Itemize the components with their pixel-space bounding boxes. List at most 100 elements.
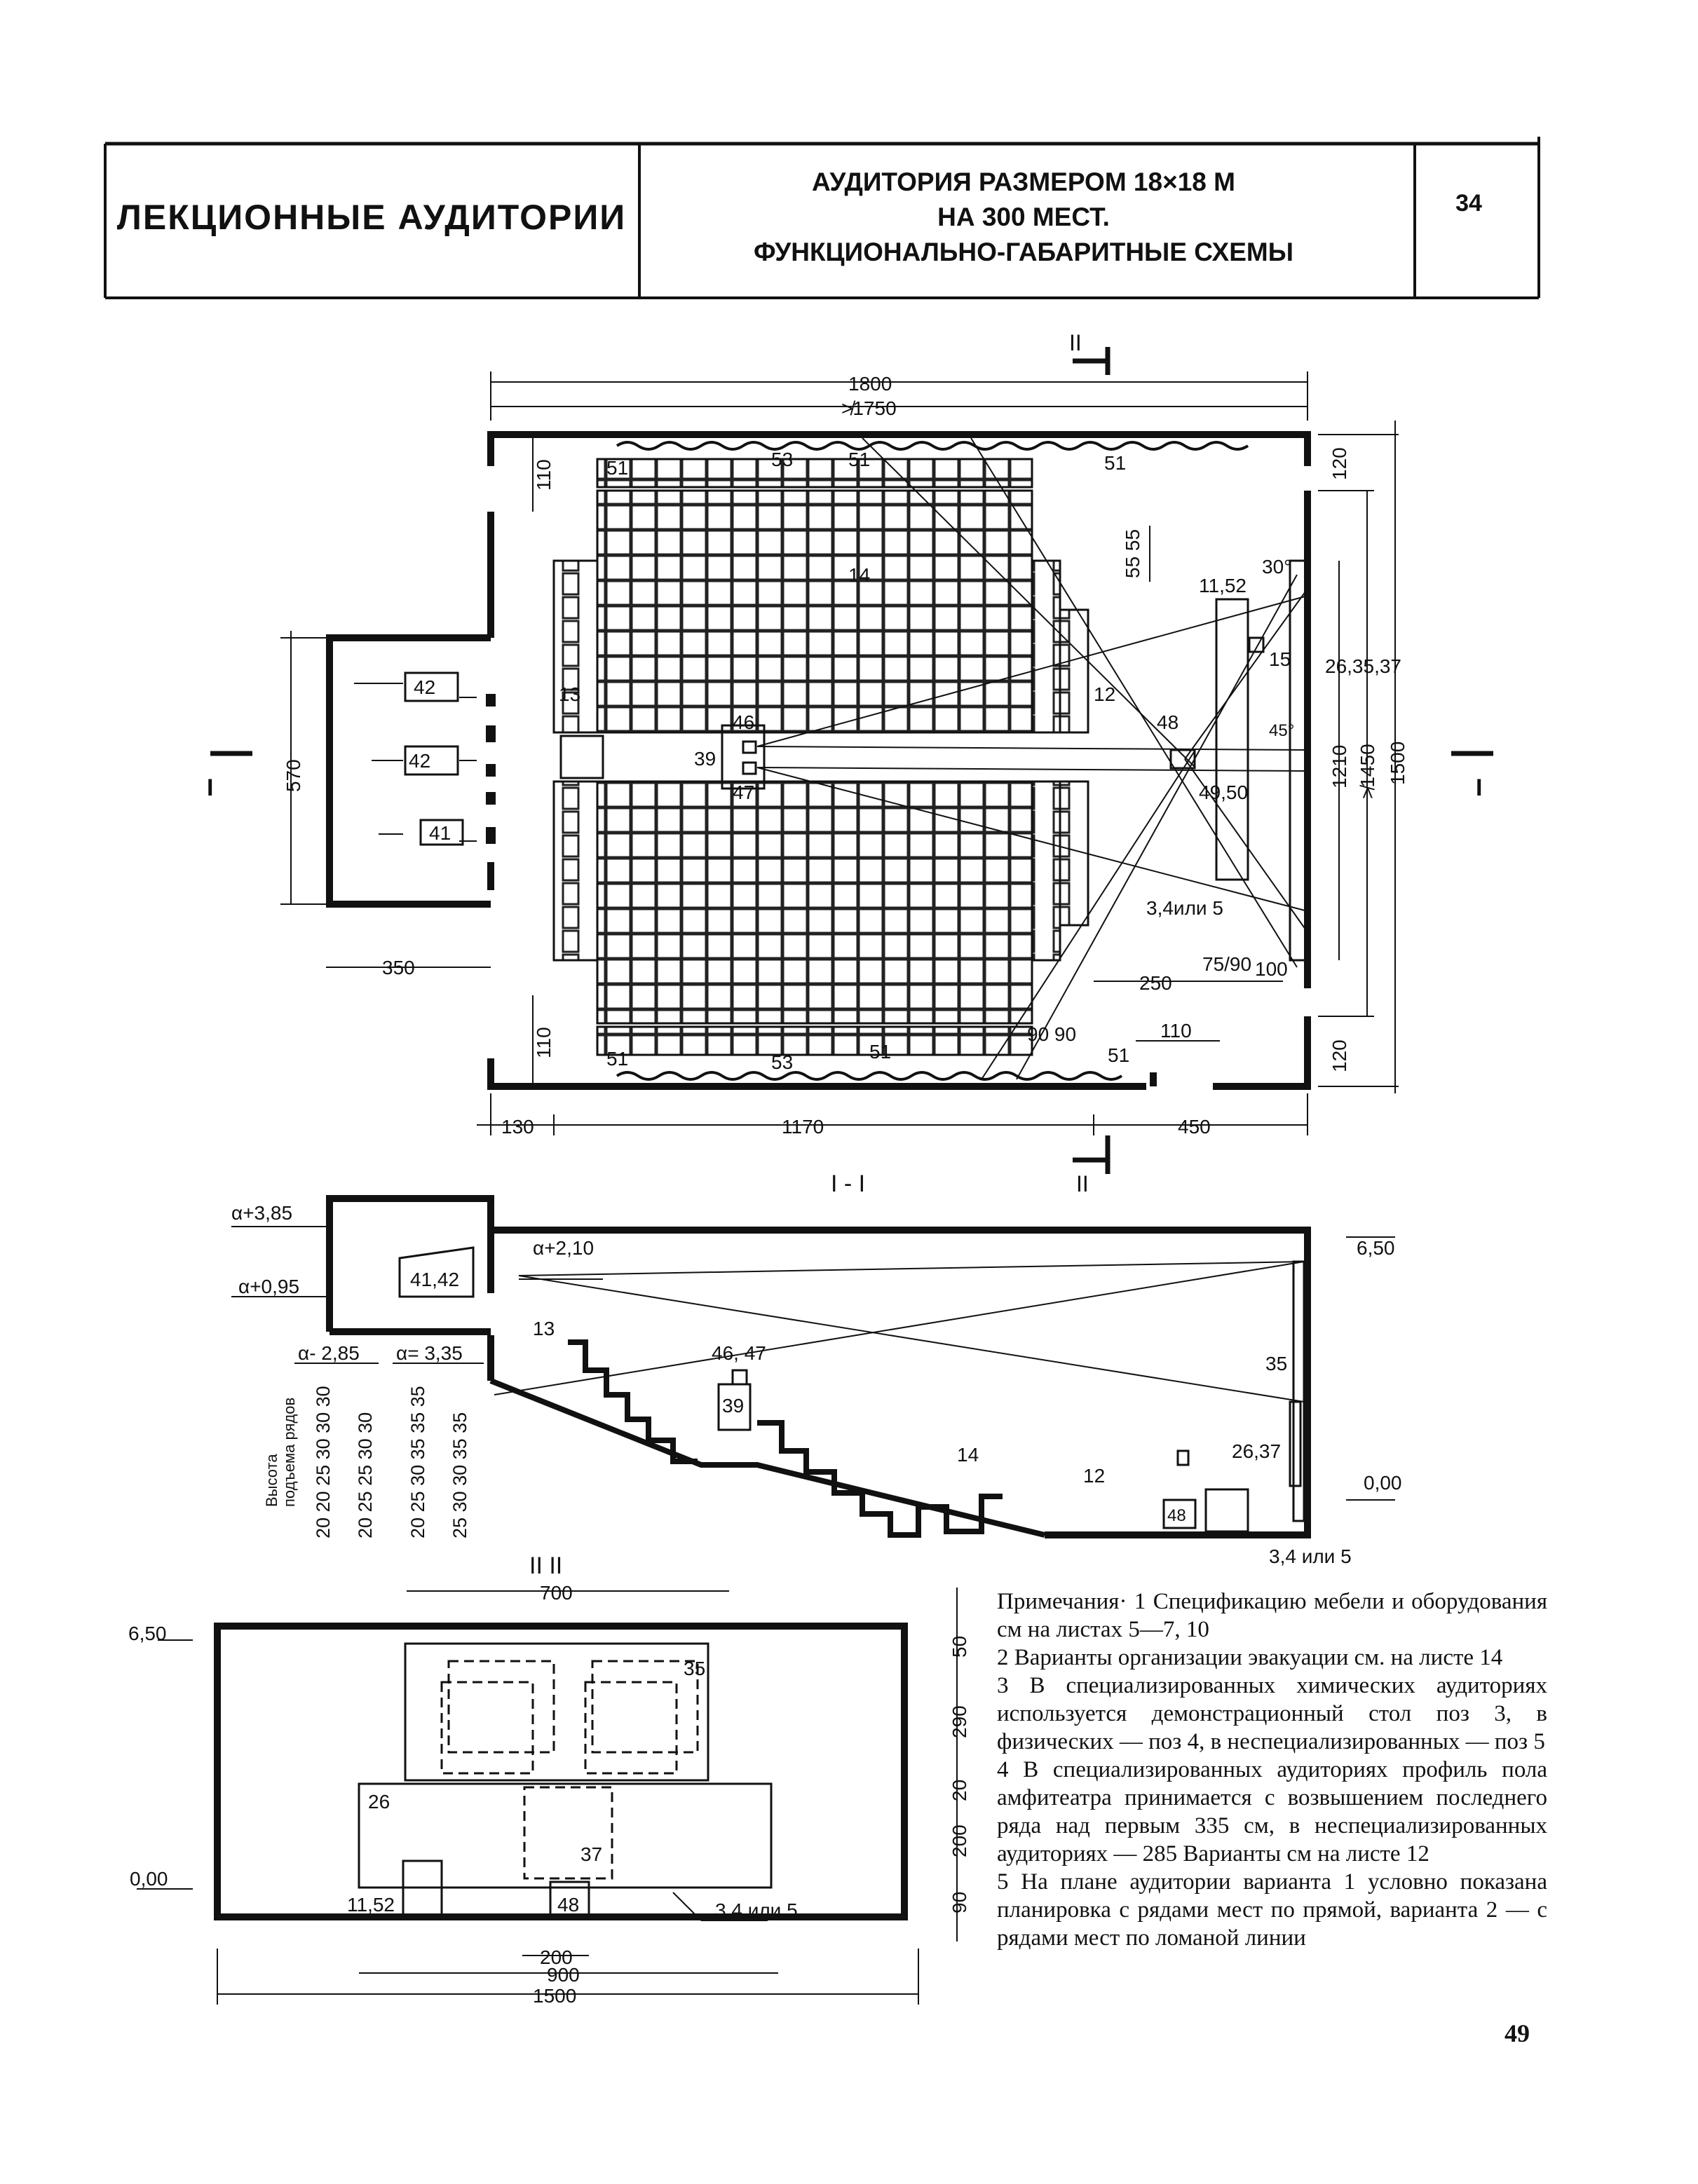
plan-dimension-lines [280,371,1399,1135]
plan-label-48: 48 [1157,711,1179,733]
section-2-title: II II [529,1552,562,1579]
section-1-title: I - I [831,1171,865,1197]
plan-dim-5555: 55 55 [1122,529,1143,578]
plan-angle-45: 45° [1269,721,1294,740]
s1-label-4647: 46, 47 [712,1342,766,1364]
note-5: 5 На плане аудитории варианта 1 условно … [997,1869,1547,1951]
sheet-title-line1: АУДИТОРИЯ РАЗМЕРОМ 18×18 М [812,168,1235,196]
plan-dim-110-right: 110 [1160,1020,1192,1042]
note-2: 2 Варианты организации эвакуации см. на … [997,1645,1503,1670]
plan-dim-120-top: 120 [1329,447,1350,480]
section-1-sight-lines [231,1226,1395,1501]
level-385: α+3,85 [231,1202,292,1224]
level-650-s1: 6,50 [1357,1237,1395,1259]
s1-label-39: 39 [722,1395,744,1417]
sheet-title-line2: НА 300 МЕСТ. [937,203,1110,231]
plan-dim-9090: 90 90 [1027,1023,1076,1045]
plan-label-13: 13 [559,683,580,705]
s2-dim-50: 50 [949,1636,970,1658]
plan-dim-100: 100 [1255,958,1288,980]
plan-label-42-a: 42 [414,676,435,698]
hall-plan: 1800 ≯1750 120 120 110 110 55 55 11,52 3… [207,330,1493,1196]
s2-label-26: 26 [368,1791,390,1813]
s1-label-4142: 41,42 [410,1269,459,1290]
plan-dim-1210: 1210 [1329,745,1350,789]
plan-text: 1800 ≯1750 120 120 110 110 55 55 11,52 3… [207,330,1482,1196]
section-2-equipment [358,1642,773,1918]
plan-label-51-f: 51 [1108,1044,1129,1066]
s1-label-48: 48 [1167,1506,1186,1525]
section-2-walls [214,1623,908,1920]
plan-label-14: 14 [848,564,870,586]
plan-label-51-a: 51 [606,457,628,479]
s1-label-12: 12 [1083,1465,1105,1487]
notes: Примечания· 1 Спецификацию мебели и обор… [997,1588,1547,1952]
plan-label-51-c: 51 [1104,452,1126,474]
s2-label-35: 35 [684,1658,705,1679]
plan-stage-equipment [742,559,1309,962]
s1-label-13: 13 [533,1318,555,1339]
plan-label-53-b: 53 [771,1051,793,1073]
s2-dim-90: 90 [949,1892,970,1913]
s2-label-1152: 11,52 [347,1894,395,1916]
plan-dim-130: 130 [501,1116,534,1138]
level-095: α+0,95 [238,1276,299,1297]
level-000-s2: 0,00 [130,1868,168,1890]
plan-projector-booth-dashes [354,683,477,842]
level-285: α- 2,85 [298,1342,360,1364]
plan-angle-30: 30° [1262,556,1291,578]
level-650-s2: 6,50 [128,1623,167,1644]
plan-label-12: 12 [1094,683,1115,705]
level-335: α= 3,35 [396,1342,463,1364]
title-block [104,137,1540,299]
plan-dim-450: 450 [1178,1116,1211,1138]
plan-dim-120-bottom: 120 [1329,1039,1350,1072]
riser-caption-line1: Высота [263,1454,280,1507]
plan-label-47: 47 [733,782,754,803]
riser-col3: 20 25 30 35 35 35 [407,1386,428,1538]
plan-dim-250: 250 [1139,972,1172,994]
plan-walls [326,431,1311,1090]
s2-dim-200: 200 [540,1946,573,1968]
cut-2-bottom-label: II [1076,1171,1089,1196]
plan-label-263537: 26,35,37 [1325,655,1401,677]
plan-acoustic-panels [616,441,1249,1081]
s2-label-48: 48 [557,1894,579,1916]
plan-label-53-a: 53 [771,449,793,470]
riser-col1: 20 20 25 30 30 30 [313,1386,334,1538]
plan-label-51-b: 51 [848,449,870,470]
s2-label-37: 37 [580,1843,602,1865]
riser-col4: 25 30 30 35 35 [449,1412,470,1538]
s1-label-35: 35 [1265,1353,1287,1374]
section-1-walls [326,1195,1311,1538]
plan-label-34: 3,4или 5 [1146,897,1223,919]
plan-dim-350: 350 [382,957,415,978]
s2-dim-700: 700 [540,1582,573,1604]
plan-seating [552,458,1089,1056]
s1-label-2637: 26,37 [1232,1440,1281,1462]
s1-label-34: 3,4 или 5 [1269,1545,1352,1567]
plan-label-51-e: 51 [869,1041,891,1063]
section-title: ЛЕКЦИОННЫЕ АУДИТОРИИ [116,198,627,237]
plan-dim-1750: ≯1750 [841,397,897,419]
plan-label-42-b: 42 [409,750,430,772]
plan-label-39: 39 [694,748,716,770]
plan-dim-7590: 75/90 [1202,953,1251,975]
s2-label-34: 3,4 или 5 [715,1899,798,1921]
sheet-title-line3: ФУНКЦИОНАЛЬНО-ГАБАРИТНЫЕ СХЕМЫ [754,238,1293,266]
section-1-stairs [489,1339,1045,1538]
level-210: α+2,10 [533,1237,594,1259]
section-1-1: I - I α+3,85 α+0,95 α+2,10 6,50 0,00 α- … [231,1171,1402,1567]
section-1-text: I - I α+3,85 α+0,95 α+2,10 6,50 0,00 α- … [231,1171,1402,1567]
plan-label-46: 46 [733,711,754,733]
plan-label-4950: 49,50 [1199,782,1248,803]
plan-dim-570: 570 [283,759,304,792]
plan-dim-1450: ≯1450 [1357,744,1378,799]
riser-col2: 20 25 25 30 30 [355,1412,376,1538]
plan-label-15-right: 15 [1269,648,1291,670]
riser-caption-line2: подъема рядов [280,1398,298,1507]
section-2-dimension-lines [137,1588,958,2005]
cut-1-right-label: I [1476,774,1482,801]
plan-label-51-d: 51 [606,1048,628,1070]
